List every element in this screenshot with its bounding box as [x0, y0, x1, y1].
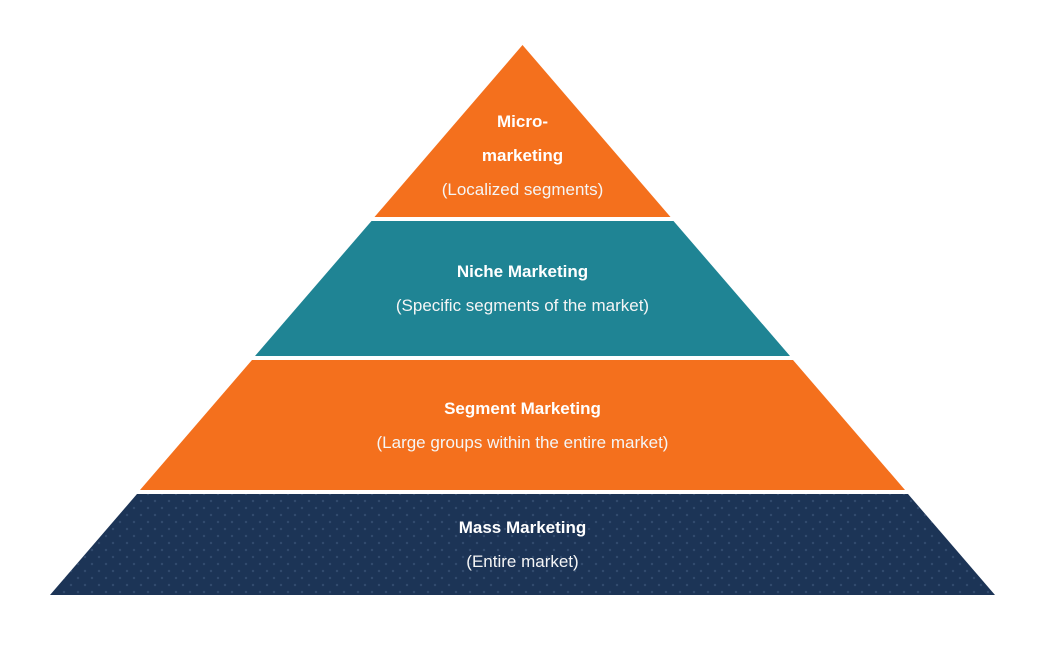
- pyramid-level-segment-marketing: Segment Marketing (Large groups within t…: [140, 360, 905, 490]
- pyramid-level-micro-marketing: Micro- marketing (Localized segments): [374, 45, 671, 217]
- mass-marketing-subtitle: (Entire market): [466, 552, 579, 571]
- pyramid-level-niche-marketing: Niche Marketing (Specific segments of th…: [255, 221, 790, 356]
- segment-marketing-title: Segment Marketing: [444, 398, 601, 418]
- marketing-pyramid: Micro- marketing (Localized segments) Ni…: [50, 45, 995, 595]
- micro-marketing-title-line1: Micro-: [497, 112, 548, 131]
- segment-marketing-subtitle: (Large groups within the entire market): [376, 432, 669, 452]
- mass-marketing-title: Mass Marketing: [458, 518, 587, 537]
- niche-marketing-subtitle: (Specific segments of the market): [395, 296, 650, 315]
- pyramid-level-mass-marketing: Mass Marketing (Entire market): [50, 494, 995, 595]
- micro-marketing-subtitle: (Localized segments): [441, 180, 604, 199]
- micro-marketing-title-line2: marketing: [481, 146, 564, 165]
- niche-marketing-title: Niche Marketing: [456, 262, 589, 281]
